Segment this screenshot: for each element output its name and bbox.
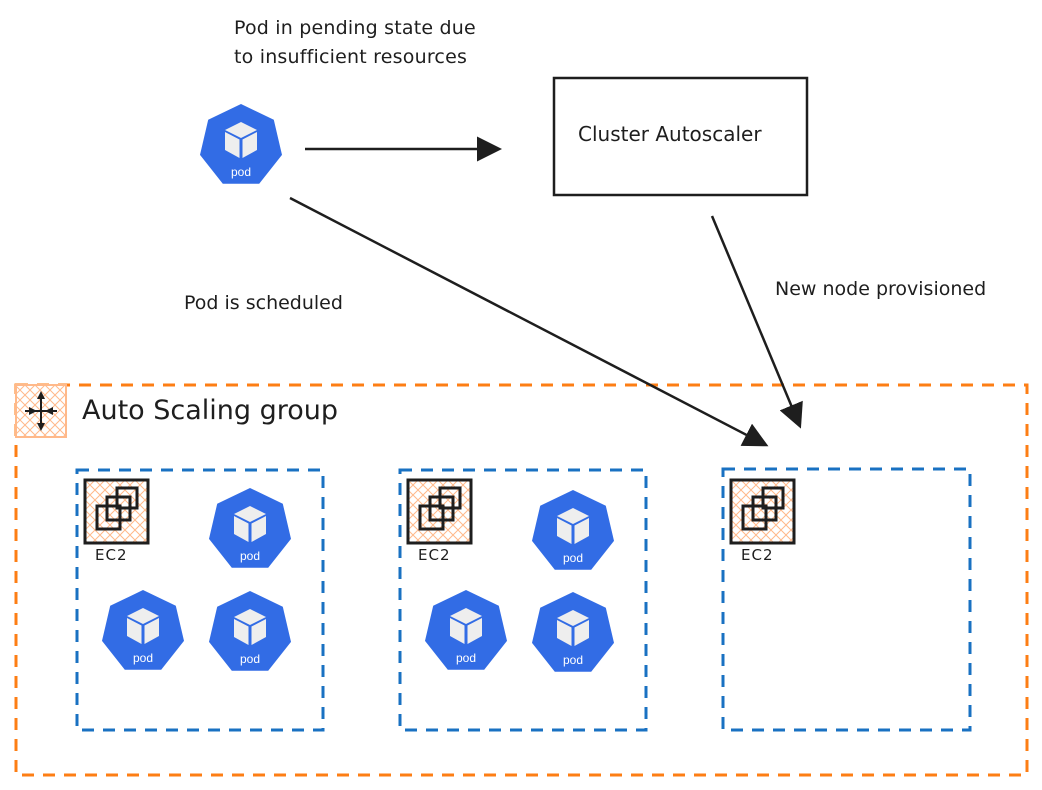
pending-note-line-1: Pod in pending state due	[234, 17, 476, 39]
auto-scaling-icon	[15, 384, 67, 438]
node-box-3-new	[721, 467, 972, 732]
ec2-icon	[406, 478, 473, 545]
pod-icon: pod	[532, 490, 614, 570]
auto-scaling-group-border	[14, 383, 1029, 777]
ec2-icon	[83, 478, 150, 545]
pending-note-line-2: to insufficient resources	[234, 46, 468, 68]
new-node-provisioned-label: New node provisioned	[775, 278, 987, 300]
auto-scaling-group-title: Auto Scaling group	[82, 395, 339, 426]
pod-label: pod	[456, 651, 476, 665]
node-box-1	[75, 468, 325, 732]
ec2-label: EC2	[741, 546, 774, 564]
pod-icon: pod	[102, 590, 184, 670]
ec2-label: EC2	[95, 546, 128, 564]
pending-pod-icon: pod	[200, 104, 282, 184]
pod-icon: pod	[209, 591, 291, 671]
pending-state-note: Pod in pending state due to insufficient…	[234, 14, 476, 72]
pod-icon: pod	[209, 488, 291, 568]
ec2-label: EC2	[418, 546, 451, 564]
cluster-autoscaler-box	[552, 76, 809, 197]
ec2-icon	[729, 478, 796, 545]
arrow-autoscaler-to-node	[710, 215, 803, 429]
pod-label: pod	[240, 652, 260, 666]
node-box-2	[398, 468, 648, 732]
pod-icon: pod	[532, 592, 614, 672]
pod-label: pod	[563, 653, 583, 667]
pod-scheduled-label: Pod is scheduled	[184, 292, 343, 314]
pod-label: pod	[133, 651, 153, 665]
pod-label: pod	[231, 165, 251, 179]
pod-label: pod	[240, 549, 260, 563]
pod-label: pod	[563, 551, 583, 565]
pod-icon: pod	[425, 590, 507, 670]
arrow-pod-scheduled	[289, 196, 769, 447]
cluster-autoscaler-label: Cluster Autoscaler	[578, 122, 762, 146]
